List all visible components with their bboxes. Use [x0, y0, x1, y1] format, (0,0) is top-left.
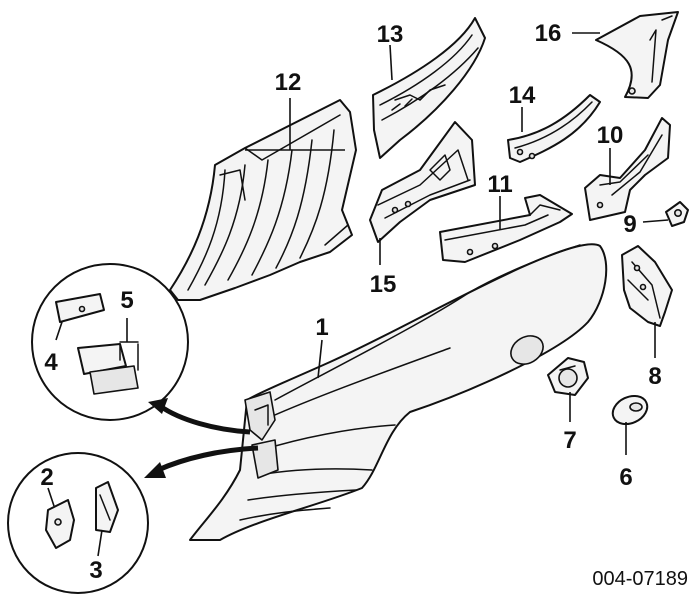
callout-labels: 1 2 3 4 5 6 7 8 9 10 11 12 13 14 15 16: [40, 20, 661, 584]
inner-panel-part: [369, 121, 476, 243]
leader-lines: [47, 32, 669, 557]
fuel-filler-housing-part: [547, 357, 589, 396]
callout-4: 4: [44, 349, 58, 376]
callout-1: 1: [315, 314, 328, 341]
part-3-bracket: [95, 481, 119, 533]
callout-7: 7: [563, 427, 576, 454]
callout-11: 11: [487, 171, 512, 198]
shelf-part: [439, 194, 573, 263]
drawing-number: 004-07189: [592, 568, 688, 590]
bracket-10-part: [584, 117, 671, 221]
callout-5: 5: [120, 287, 133, 314]
callout-10: 10: [597, 122, 624, 149]
wheelhouse-inner-part: [169, 99, 357, 301]
callout-14: 14: [509, 82, 536, 109]
clip-part: [665, 201, 689, 227]
callout-13: 13: [377, 21, 404, 48]
detail-circle-lower: [7, 452, 149, 594]
callout-12: 12: [275, 69, 302, 96]
callout-15: 15: [370, 271, 397, 298]
part-5-plate: [77, 343, 127, 375]
callout-16: 16: [535, 20, 562, 47]
detail-arrows: [144, 398, 259, 478]
callout-8: 8: [648, 363, 661, 390]
grommet-part: [611, 394, 649, 426]
callout-2: 2: [40, 464, 53, 491]
callout-3: 3: [89, 557, 102, 584]
upper-rail-part: [372, 17, 486, 159]
quarter-panel-part: [189, 243, 608, 541]
fuel-door-opening: [510, 335, 544, 365]
callout-9: 9: [623, 211, 636, 238]
detail-circle-upper: [31, 263, 189, 421]
small-rail-part: [507, 94, 601, 163]
bracket-part: [595, 11, 679, 99]
callout-6: 6: [619, 464, 632, 491]
extension-part: [621, 245, 673, 327]
